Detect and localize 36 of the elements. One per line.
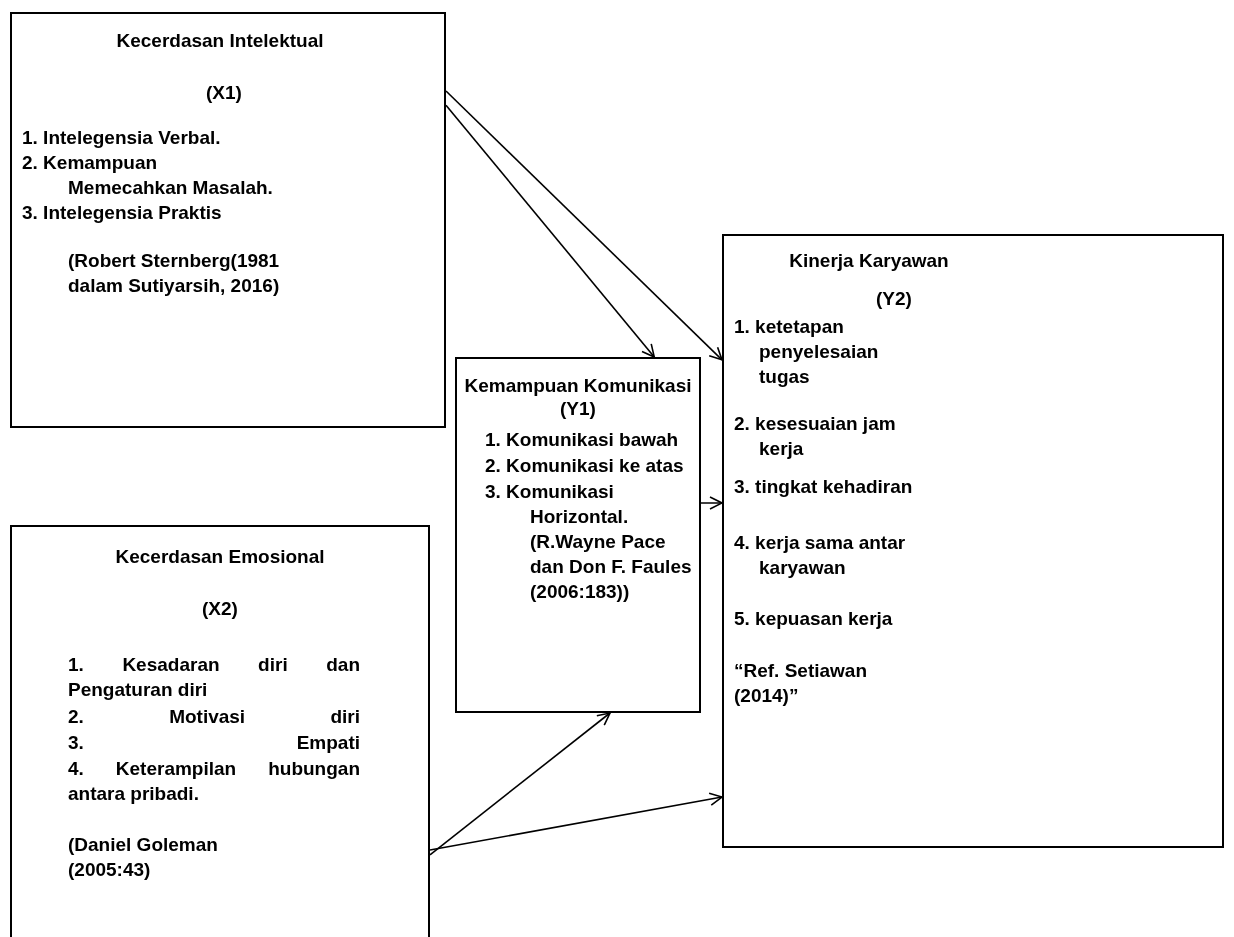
box-title: Kemampuan Komunikasi (463, 374, 693, 398)
indicator-item: 1. Kesadaran diri dan Pengaturan diri (68, 653, 360, 702)
indicator-item: 2. kesesuaian jam kerja (734, 412, 897, 461)
variable-code: (Y2) (875, 287, 913, 311)
indicator-item: 3. Intelegensia Praktis (22, 201, 223, 225)
source-citation: “Ref. Setiawan (2014)” (734, 659, 869, 708)
indicator-item: 1. Intelegensia Verbal. (22, 126, 222, 150)
arrow (429, 712, 611, 856)
variable-code: (X2) (201, 597, 239, 621)
indicator-item: 1. Komunikasi bawah (485, 428, 680, 452)
source-citation: (Robert Sternberg(1981 dalam Sutiyarsih, 2016) (68, 249, 281, 298)
indicator-item: 2. Komunikasi ke atas (485, 454, 685, 478)
indicator-item: 3. Komunikasi Horizontal. (485, 480, 630, 529)
indicator-item: 2. Kemampuan Memecahkan Masalah. (22, 151, 274, 200)
variable-code: (X1) (205, 81, 243, 105)
concept-box (455, 357, 701, 713)
arrow (445, 104, 656, 358)
box-title: Kecerdasan Emosional (114, 545, 326, 569)
indicator-item: 4. Keterampilan hubungan antara pribadi. (68, 757, 360, 806)
arrow (445, 90, 723, 361)
concept-box (10, 525, 430, 937)
indicator-item: 5. kepuasan kerja (734, 607, 894, 631)
indicator-item: 4. kerja sama antar karyawan (734, 531, 907, 580)
source-citation: (Daniel Goleman (2005:43) (68, 833, 219, 882)
source-citation: (R.Wayne Pace dan Don F. Faules (2006:183)) (530, 530, 693, 604)
indicator-item: 2. Motivasi diri (68, 705, 360, 729)
arrow (700, 496, 723, 510)
indicator-item: 1. ketetapan penyelesaian tugas (734, 315, 880, 389)
box-title: Kinerja Karyawan (788, 249, 950, 273)
arrow (429, 792, 723, 851)
indicator-item: 3. tingkat kehadiran (734, 475, 914, 499)
indicator-item: 3. Empati (68, 731, 360, 755)
box-title: Kecerdasan Intelektual (115, 29, 325, 53)
concept-box (10, 12, 446, 428)
variable-code: (Y1) (559, 397, 597, 421)
concept-box (722, 234, 1224, 848)
